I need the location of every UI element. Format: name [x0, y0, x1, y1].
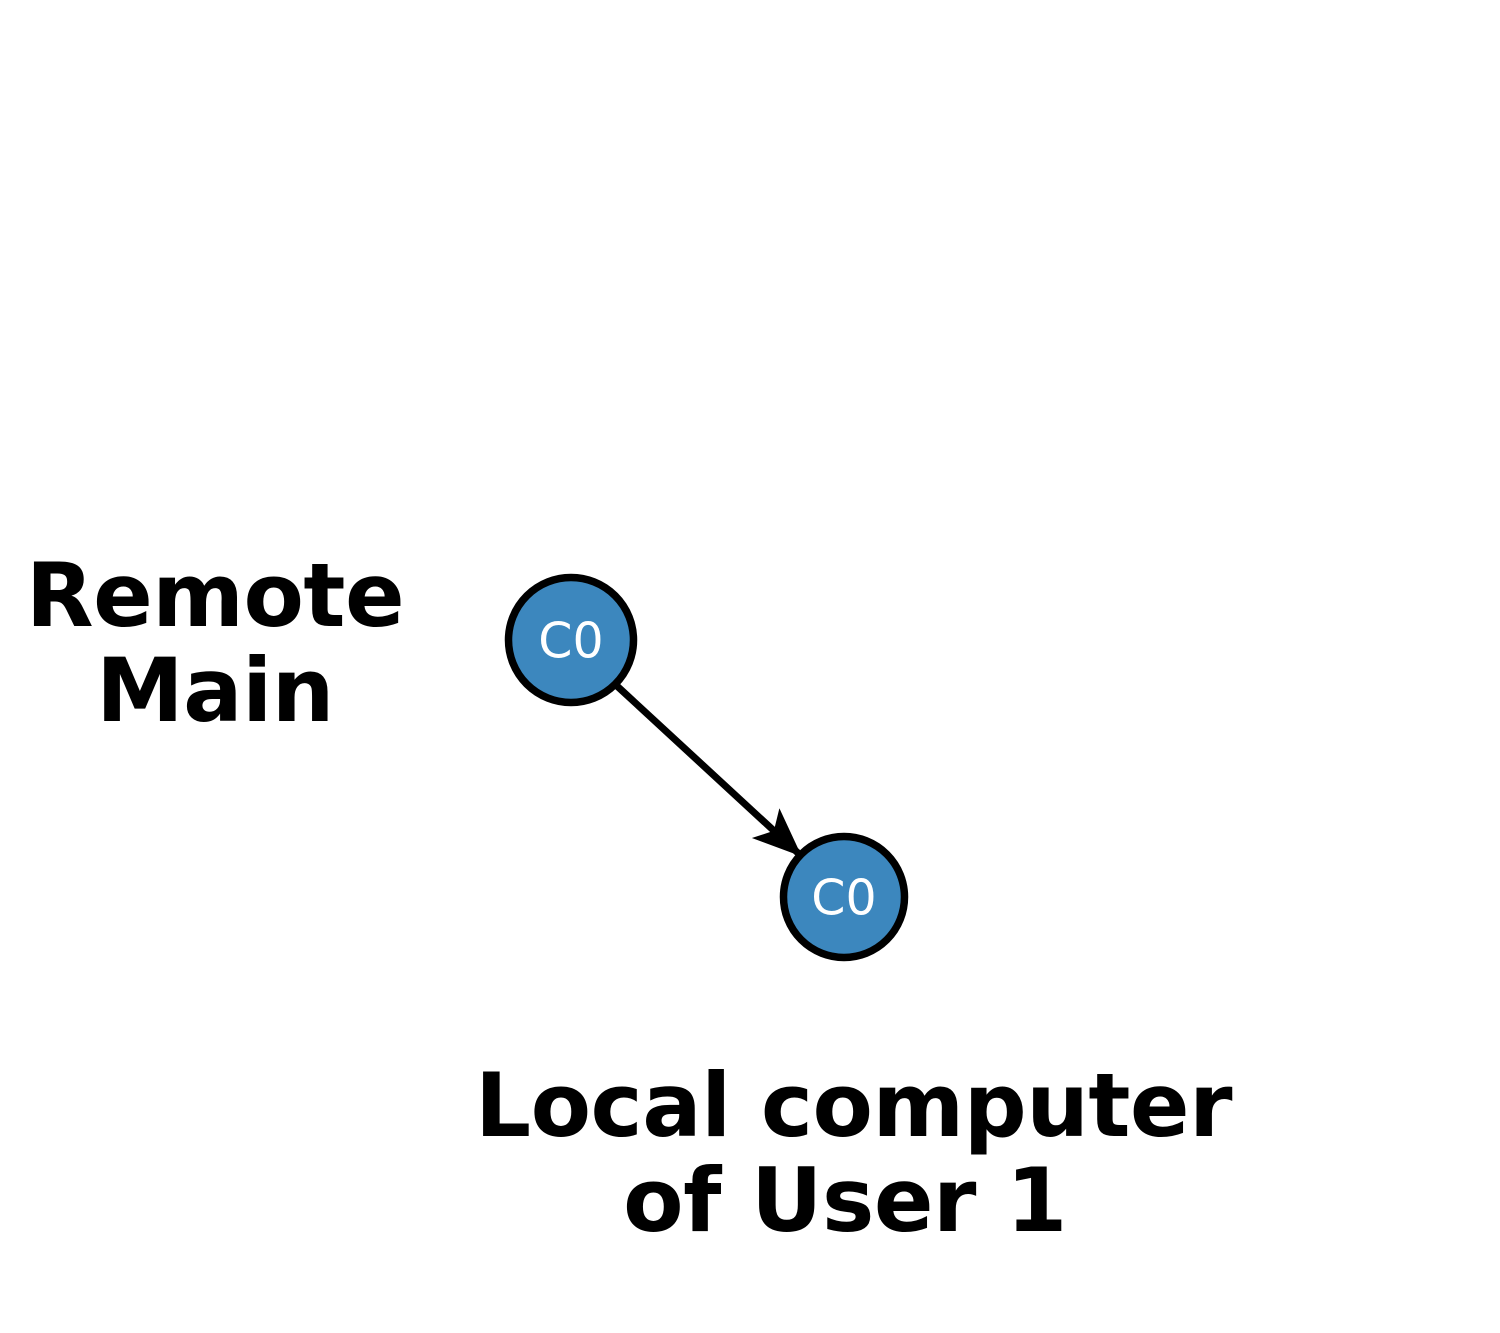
group-label-local-computer-line2: of User 1	[623, 1149, 1067, 1253]
group-label-remote-main: Remote Main	[20, 548, 410, 738]
group-label-remote-main-line2: Main	[96, 639, 334, 743]
node-label: C0	[538, 613, 603, 670]
node-remote-main-c0[interactable]: C0	[504, 573, 638, 707]
node-circle[interactable]	[504, 573, 638, 707]
node-label: C0	[811, 870, 876, 927]
group-label-remote-main-line1: Remote	[25, 544, 405, 647]
edge-remote-main-to-local-user1	[614, 683, 802, 857]
group-label-local-computer-line1: Local computer	[475, 1054, 1232, 1157]
edge-layer	[614, 683, 802, 857]
node-layer: C0 C0	[504, 573, 909, 962]
node-circle[interactable]	[779, 832, 909, 962]
group-label-local-computer: Local computer of User 1	[475, 1054, 1232, 1253]
node-local-user1-c0[interactable]: C0	[779, 832, 909, 962]
